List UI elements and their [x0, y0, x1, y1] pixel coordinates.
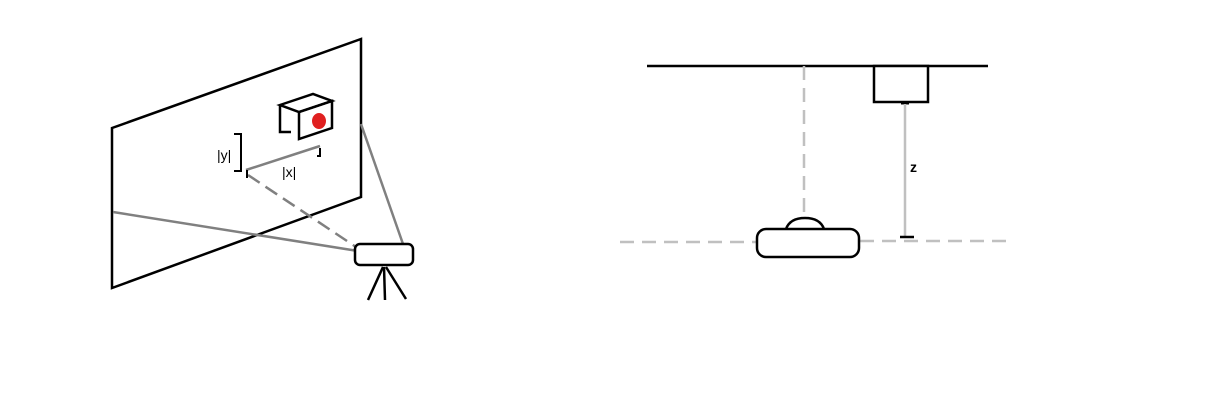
projector-body-right [755, 227, 861, 259]
y-measure-bracket [234, 133, 242, 172]
tripod [366, 266, 408, 301]
z-label: z [910, 159, 917, 175]
x-measure-tick-right [317, 148, 321, 157]
projection-ray-lower [112, 210, 359, 253]
projection-ray-upper [359, 123, 405, 245]
wall-panel [110, 37, 363, 290]
projector-body-left [353, 242, 415, 267]
red-target-dot [312, 113, 326, 129]
target-cube [276, 92, 336, 141]
left-diagram: |y| |x| [110, 37, 415, 301]
projection-ray-dashed [247, 173, 357, 249]
right-diagram: z [620, 64, 1008, 259]
x-label: |x| [282, 164, 296, 180]
ceiling-mounted-box [872, 64, 930, 104]
y-label: |y| [217, 147, 231, 163]
x-measure-line [245, 144, 321, 172]
projector-lens-top [784, 216, 826, 230]
